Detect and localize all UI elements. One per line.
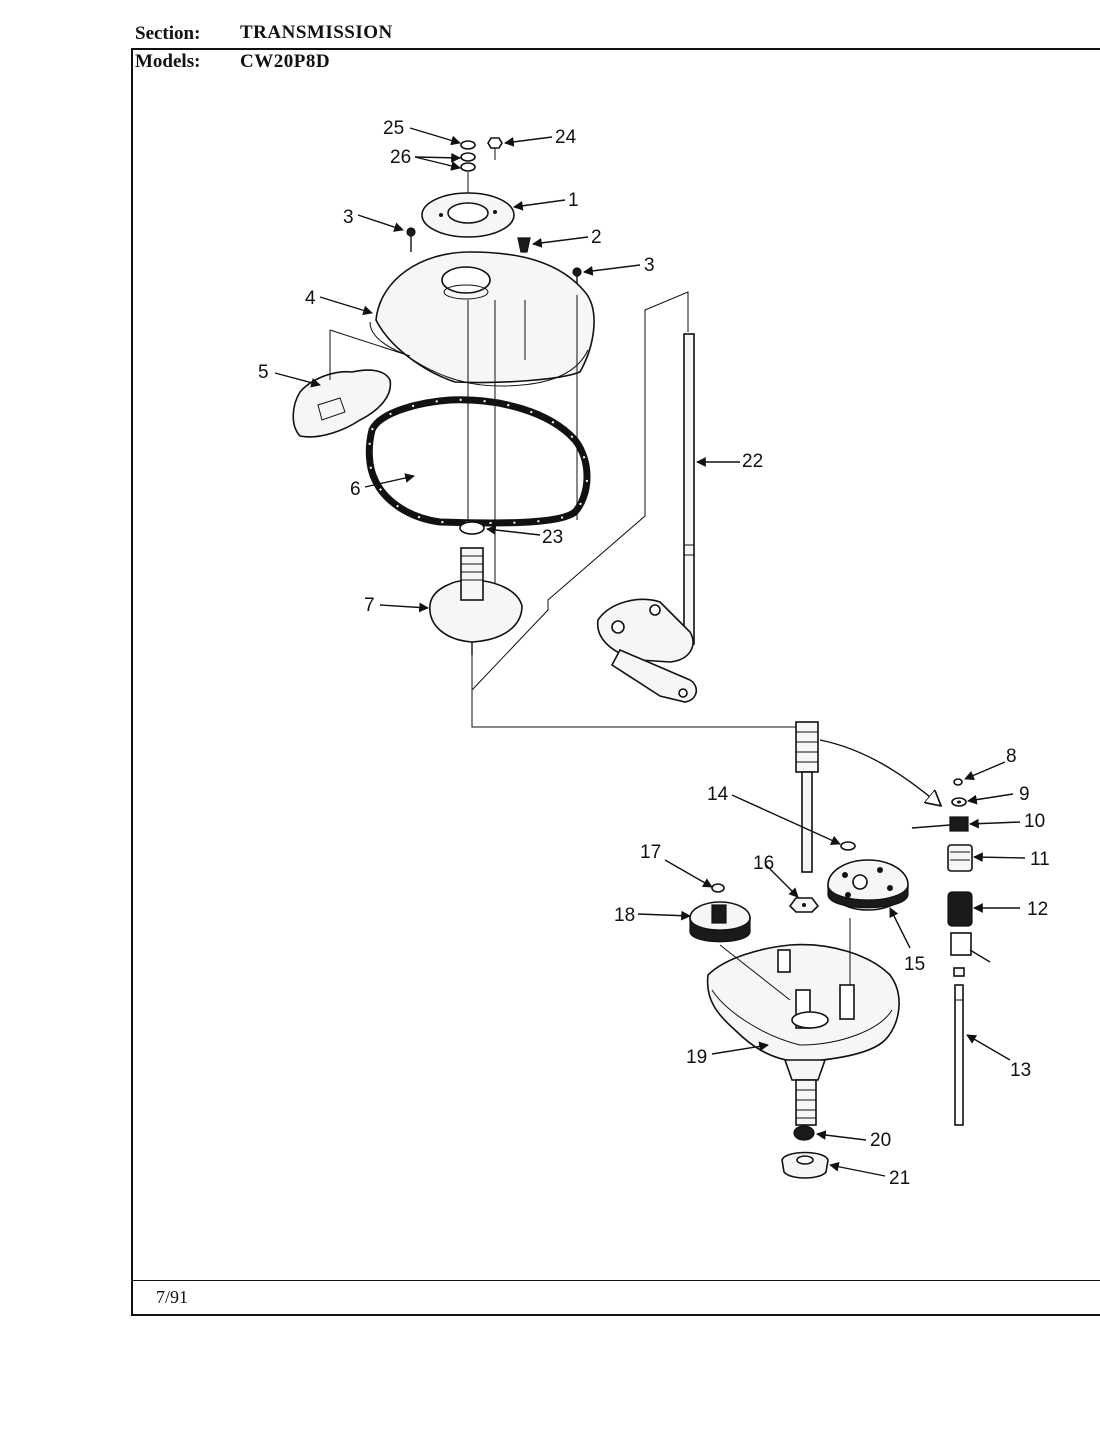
- part-17-washer: [711, 883, 725, 893]
- section-title: TRANSMISSION: [240, 22, 393, 43]
- callout-18: 18: [614, 905, 635, 926]
- callout-10: 10: [1024, 811, 1045, 832]
- callout-8: 8: [1006, 746, 1017, 767]
- part-12-spring: [947, 891, 973, 927]
- callout-5: 5: [258, 362, 269, 383]
- model-number: CW20P8D: [240, 51, 331, 72]
- callout-17: 17: [640, 842, 661, 863]
- part-3-screw-left: [406, 227, 416, 252]
- callout-24: 24: [555, 127, 577, 148]
- part-1-plate: [421, 192, 515, 238]
- callout-12: 12: [1027, 899, 1048, 920]
- part-4-cover: [369, 251, 595, 387]
- agitator-shaft: [785, 721, 819, 873]
- part-9-washer: [951, 797, 967, 807]
- callout-3-right: 3: [644, 255, 655, 276]
- callout-7: 7: [364, 595, 375, 616]
- diagram-frame: [131, 48, 1100, 1316]
- callout-15: 15: [904, 954, 925, 975]
- callout-2: 2: [591, 227, 602, 248]
- callout-23: 23: [542, 527, 563, 548]
- footer-date: 7/91: [156, 1287, 189, 1307]
- part-6-gasket: [365, 396, 591, 527]
- part-2-plug: [517, 237, 531, 253]
- part-16-clip: [788, 897, 820, 913]
- part-10-gear: [911, 816, 969, 832]
- part-11-pinion: [947, 844, 973, 872]
- callout-11: 11: [1030, 849, 1050, 870]
- part-8-clip: [953, 778, 963, 786]
- part-7-bearing-flange: [429, 547, 523, 655]
- models-label: Models:: [135, 51, 201, 72]
- part-14-washer: [840, 841, 856, 851]
- section-label: Section:: [135, 23, 201, 44]
- part-25-retaining-ring: [460, 140, 476, 150]
- callout-25: 25: [383, 118, 404, 139]
- part-20-seal: [793, 1125, 815, 1141]
- part-26-washers: [460, 152, 476, 172]
- callout-26: 26: [390, 147, 411, 168]
- part-22-shift-lever-assembly: [597, 333, 698, 703]
- part-19-gearcase: [706, 943, 900, 1126]
- part-13-shaft: [950, 932, 991, 1126]
- part-23-o-ring: [459, 521, 485, 535]
- callout-21: 21: [889, 1168, 910, 1189]
- callout-6: 6: [350, 479, 361, 500]
- part-18-gear: [689, 901, 751, 943]
- footer-divider: [131, 1280, 1100, 1281]
- callout-3-left: 3: [343, 207, 354, 228]
- callout-22: 22: [742, 451, 763, 472]
- part-24-nut: [487, 137, 503, 160]
- callout-16: 16: [753, 853, 774, 874]
- part-21-bearing: [781, 1151, 829, 1179]
- callout-14: 14: [707, 784, 729, 805]
- part-15-gear: [827, 859, 909, 911]
- leader-lines: [274, 127, 1026, 1177]
- callout-1: 1: [568, 190, 579, 211]
- callout-20: 20: [870, 1130, 891, 1151]
- callout-9: 9: [1019, 784, 1030, 805]
- callout-4: 4: [305, 288, 316, 309]
- callout-13: 13: [1010, 1060, 1031, 1081]
- callout-19: 19: [686, 1047, 707, 1068]
